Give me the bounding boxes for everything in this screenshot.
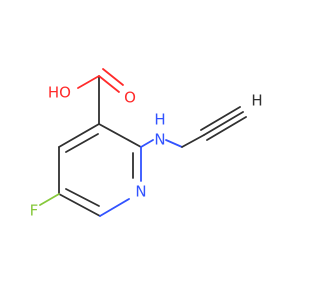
carbonyl-double-bond-inner [102,68,124,86]
ring-bond-c6-n1 [99,198,130,217]
pyridine-nitrogen-label: N [135,183,146,201]
alkyne-triple-bond-center [203,111,244,136]
hydroxyl-bond [77,75,100,89]
amine-bond-to-ring [140,139,154,148]
amine-nitrogen-label: N [154,131,165,149]
alkyne-triple-bond-upper [200,106,241,131]
molecule-svg: HO O N H N F H [30,68,263,220]
ring-bond-c5-c6 [58,193,101,217]
amine-bond-to-methylene [165,139,183,148]
ring-bond-c3-c4 [58,123,100,148]
amine-hydrogen-label: H [154,111,165,129]
chemical-structure-diagram: HO O N H N F H [29,68,263,220]
alkyne-triple-bond-lower [206,116,247,141]
hydroxyl-label: HO [48,84,71,102]
terminal-alkyne-hydrogen-label: H [251,92,262,110]
aromatic-inner-bond-c5-c6 [65,188,100,207]
carbonyl-oxygen-label: O [124,89,136,107]
carbonyl-double-bond-outer [98,75,120,93]
fluorine-bond [39,193,60,206]
fluorine-label: F [30,202,39,220]
methylene-bond [181,134,205,148]
ring-bond-c2-c3 [98,123,142,148]
aromatic-inner-bond-c3-c4 [65,133,99,153]
